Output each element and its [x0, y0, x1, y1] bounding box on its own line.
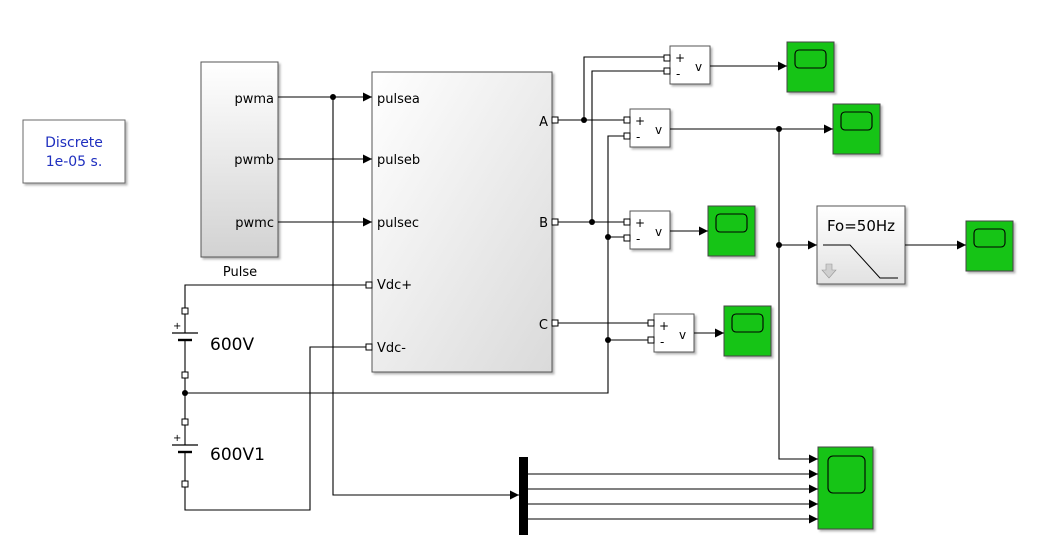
voltage-sensor-cn[interactable]: + - v [647, 313, 695, 353]
scope-multi[interactable] [817, 446, 874, 530]
sensor-bn-plus: + [635, 216, 645, 230]
signal-wires [182, 56, 966, 524]
dc-source-600v-plus: + [173, 321, 181, 332]
scope-van[interactable] [832, 103, 881, 155]
inverter-in-pulseb: pulseb [377, 153, 420, 168]
download-arrow-icon [821, 263, 837, 279]
port-vdc-plus[interactable] [365, 281, 373, 289]
sensor-ab-v: v [695, 60, 702, 74]
scope-filtered[interactable] [965, 220, 1014, 272]
scope-screen-icon [973, 228, 1006, 248]
scope-screen-icon [794, 49, 827, 69]
scope-screen-icon [715, 213, 748, 233]
sensor-bn-minus: - [636, 232, 640, 246]
scope-vbn[interactable] [707, 205, 756, 257]
inverter-in-pulsea: pulsea [377, 92, 420, 107]
dc-source-600v1-plus: + [173, 433, 181, 444]
sensor-ab-minus: - [676, 67, 680, 81]
sensor-cn-v: v [679, 328, 686, 342]
lowpass-filter-block[interactable]: Fo=50Hz [816, 205, 906, 285]
sensor-an-plus: + [635, 114, 645, 128]
sensor-ab-plus: + [675, 51, 685, 65]
scope-screen-icon [731, 313, 764, 333]
pulse-generator-block[interactable]: pwma pwmb pwmc [200, 61, 279, 258]
scope-screen-icon [827, 455, 866, 494]
sensor-cn-minus: - [660, 335, 664, 349]
inverter-in-vdc-plus: Vdc+ [377, 278, 412, 293]
inverter-in-vdc-minus: Vdc- [377, 341, 406, 356]
pulse-port-pwma: pwma [234, 92, 274, 107]
sensor-an-v: v [655, 123, 662, 137]
voltage-sensor-an[interactable]: + - v [623, 108, 671, 148]
filter-label: Fo=50Hz [827, 217, 895, 235]
sensor-cn-plus: + [659, 319, 669, 333]
mux-block[interactable] [519, 457, 528, 535]
scope-screen-icon [840, 111, 873, 131]
inverter-in-pulsec: pulsec [377, 216, 419, 231]
scope-vcn[interactable] [723, 305, 772, 357]
pulse-port-pwmc: pwmc [235, 216, 274, 231]
port-vdc-minus[interactable] [365, 343, 373, 351]
sensor-an-minus: - [636, 130, 640, 144]
inverter-out-c: C [539, 318, 548, 333]
inverter-out-b: B [539, 216, 548, 231]
port-a[interactable] [551, 116, 559, 124]
dc-source-600v-name: 600V [210, 335, 254, 355]
port-c[interactable] [551, 319, 559, 327]
dc-source-600v[interactable]: + [172, 307, 198, 379]
solver-line-1: Discrete [45, 135, 103, 151]
inverter-block[interactable]: pulsea pulseb pulsec Vdc+ Vdc- A B C [365, 71, 559, 373]
dc-source-600v1[interactable]: + [172, 418, 198, 488]
voltage-sensor-bn[interactable]: + - v [623, 210, 671, 250]
voltage-sensor-ab[interactable]: + - v [663, 45, 711, 85]
powergui-solver-block[interactable]: Discrete 1e-05 s. [22, 119, 126, 184]
dc-source-600v1-name: 600V1 [210, 445, 265, 465]
solver-line-2: 1e-05 s. [46, 154, 103, 170]
port-b[interactable] [551, 218, 559, 226]
scope-vab[interactable] [786, 41, 835, 93]
inverter-out-a: A [539, 115, 548, 130]
sensor-bn-v: v [655, 225, 662, 239]
pulse-port-pwmb: pwmb [234, 153, 274, 168]
pulse-block-name: Pulse [223, 265, 257, 280]
